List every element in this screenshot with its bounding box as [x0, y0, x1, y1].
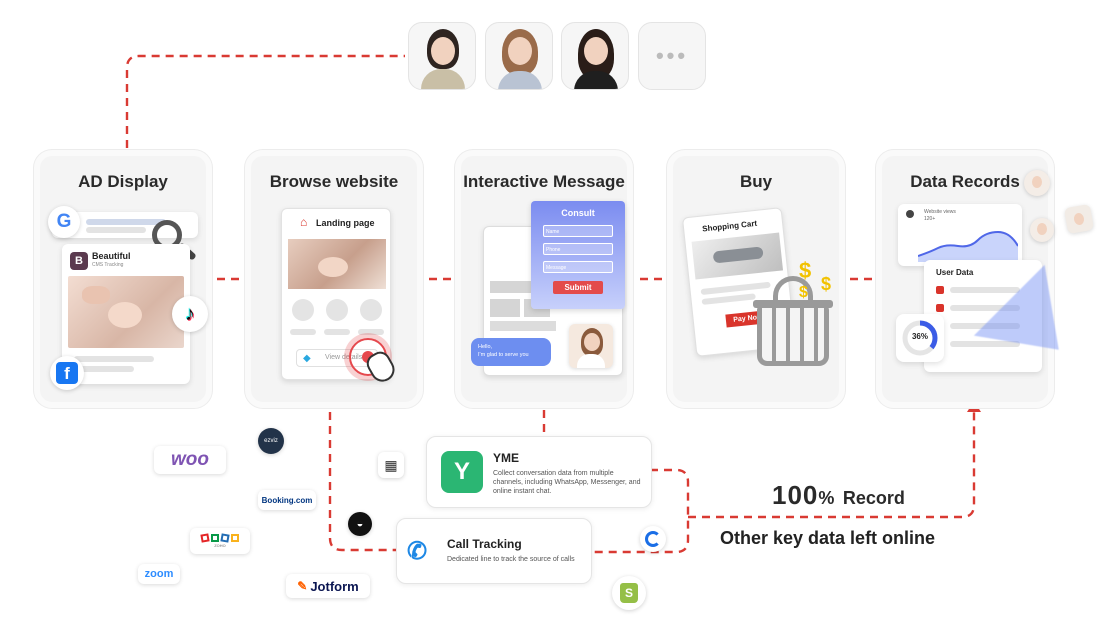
user-avatar-3 [561, 22, 629, 90]
booking-logo: Booking.com [258, 490, 316, 510]
record-avatar-1 [1024, 170, 1050, 196]
agent-avatar [569, 324, 613, 368]
jotform-icon: ✎ [297, 579, 308, 593]
landing-image [288, 239, 386, 289]
zoom-label: zoom [144, 568, 174, 580]
jotform-logo: ✎ Jotform [286, 574, 370, 598]
shopify-icon: S [612, 576, 646, 610]
record-number: 100 [772, 480, 819, 510]
view-details-label: View details [325, 354, 363, 361]
record-avatar-3 [1063, 203, 1095, 235]
record-avatar-2 [1030, 218, 1054, 242]
progress-percent: 36% [911, 332, 928, 341]
ezviz-label: ezviz [264, 438, 278, 444]
user-avatar-1 [408, 22, 476, 90]
call-tracking-name: Call Tracking [447, 537, 522, 551]
progress-ring [902, 320, 938, 356]
yme-name: YME [493, 451, 520, 465]
basket-icon [757, 306, 829, 366]
brand-name: Beautiful [92, 251, 131, 261]
website-views-widget: Website views 120+ [898, 204, 1022, 266]
phone-field[interactable]: Phone [543, 243, 613, 255]
zoho-logo: ZOHO [190, 528, 250, 554]
call-tracking-card: ✆ Call Tracking Dedicated line to track … [396, 518, 592, 584]
cart-title: Shopping Cart [701, 218, 758, 234]
views-value: 120+ [924, 216, 936, 222]
name-field[interactable]: Name [543, 225, 613, 237]
step-card-ad-display: AD Display G B Beautiful CMS Tracking ♪ … [34, 150, 212, 408]
step-title: Buy [739, 172, 773, 191]
progress-widget: 36% [896, 314, 944, 362]
qr-code-icon: ▦ [378, 452, 404, 478]
yme-logo-icon: Y [441, 451, 483, 493]
step-title: Browse website [269, 172, 399, 191]
zoho-label: ZOHO [214, 543, 226, 548]
home-icon: ⌂ [300, 215, 308, 229]
views-label: Website views [924, 209, 956, 215]
tiktok-icon: ♪ [172, 296, 208, 332]
brand-subtitle: CMS Tracking [92, 262, 124, 268]
footer-caption: Other key data left online [720, 528, 936, 548]
google-icon: G [48, 206, 80, 238]
booking-label: Booking.com [261, 495, 313, 505]
consult-title: Consult [561, 208, 595, 218]
phone-call-icon: ✆ [407, 538, 428, 565]
cube-icon: ◆ [303, 353, 311, 364]
user-icon [906, 210, 914, 218]
chat-bubble: Hello, I'm glad to serve you [471, 338, 551, 366]
zoom-logo: zoom [138, 564, 180, 584]
consult-form: Consult Name Phone Message Submit [531, 201, 625, 309]
facebook-icon: f [50, 356, 84, 390]
step-card-buy: Buy Shopping Cart Pay Now $ $ $ [667, 150, 845, 408]
brand-logo: B [70, 252, 88, 270]
bird-logo-icon: ◒ [348, 512, 372, 536]
yme-card: Y YME Collect conversation data from mul… [426, 436, 652, 508]
woo-logo: woo [154, 446, 226, 474]
record-percent-sign: % [818, 488, 835, 508]
step-title: AD Display [78, 172, 168, 191]
ad-image [68, 276, 184, 348]
user-data-title: User Data [936, 268, 974, 277]
ezviz-logo: ezviz [258, 428, 284, 454]
product-image [691, 232, 784, 280]
step-card-browse-website: Browse website ⌂ Landing page ◆ View det… [245, 150, 423, 408]
user-avatar-2 [485, 22, 553, 90]
more-avatars-icon: ••• [638, 22, 706, 90]
submit-button[interactable]: Submit [553, 281, 603, 294]
record-label: Record [842, 488, 905, 508]
message-field[interactable]: Message [543, 261, 613, 273]
step-card-data-records: Data Records Website views 120+ User Dat… [876, 150, 1095, 408]
calendly-icon [640, 526, 666, 552]
dollar-icon: $ [799, 258, 812, 283]
step-title: Interactive Message [463, 172, 625, 191]
woo-label: woo [171, 449, 209, 470]
record-summary: 100% Record [772, 480, 905, 511]
landing-title: Landing page [316, 218, 375, 228]
step-title: Data Records [910, 172, 1020, 191]
step-card-interactive-message: Interactive Message Consult Name Phone M… [455, 150, 633, 408]
yme-description: Collect conversation data from multiple … [493, 470, 641, 495]
ad-post: B Beautiful CMS Tracking [62, 244, 190, 384]
jotform-label: Jotform [310, 578, 359, 594]
call-tracking-description: Dedicated line to track the source of ca… [447, 556, 575, 563]
views-sparkline [918, 230, 1018, 262]
